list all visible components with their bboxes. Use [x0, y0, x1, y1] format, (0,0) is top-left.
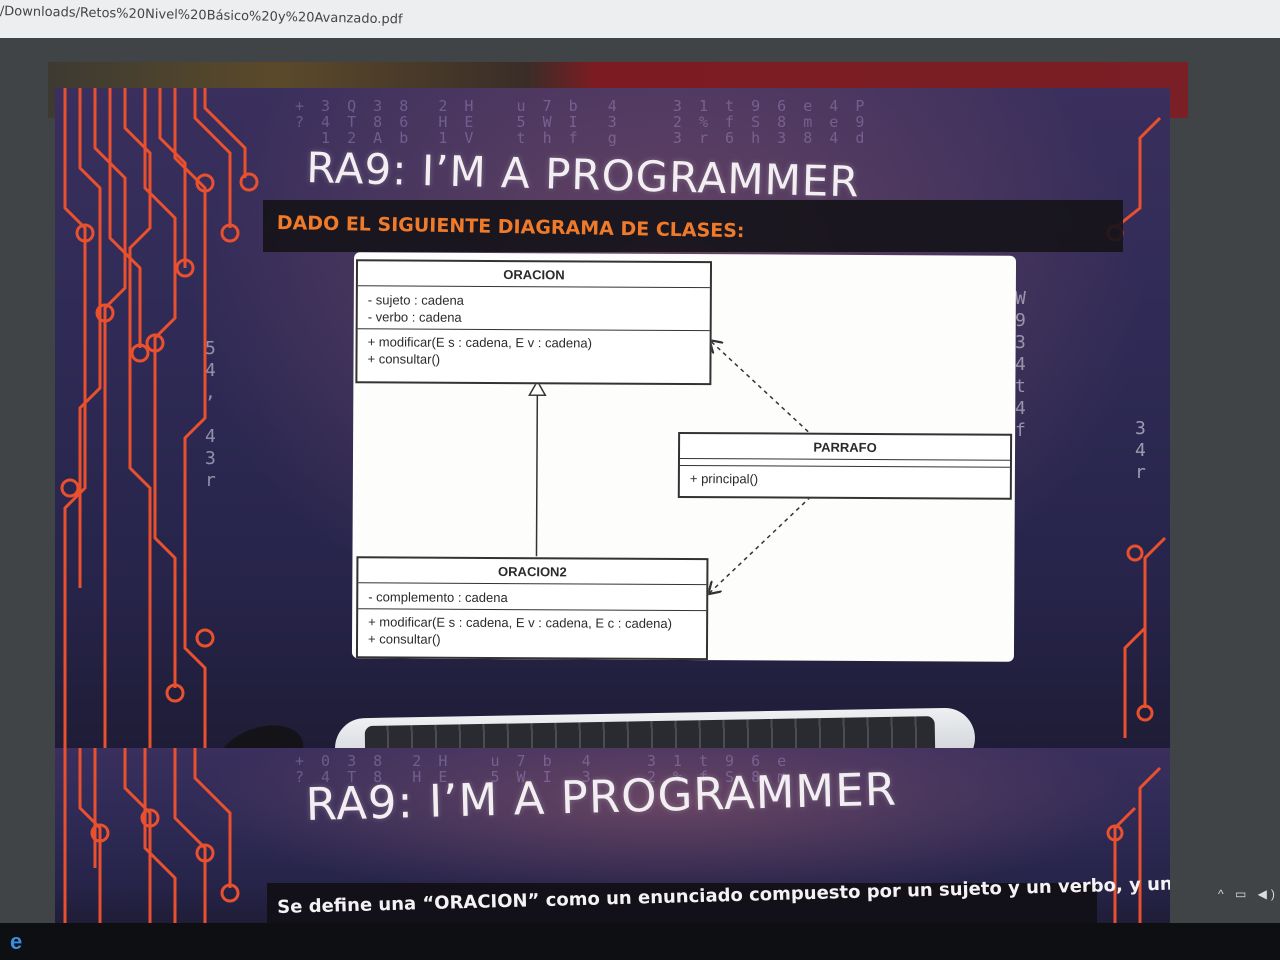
circuit-decoration [60, 88, 1167, 754]
operation-line: + principal() [689, 471, 759, 487]
class-parrafo: PARRAFO + principal() [677, 431, 1013, 500]
attribute-line: - sujeto : cadena [367, 292, 464, 308]
class-oracion2: ORACION2 - complemento : cadena + modifi… [355, 556, 709, 661]
operation-line: + modificar(E s : cadena, E v : cadena, … [368, 614, 673, 631]
class-oracion: ORACION - sujeto : cadena - verbo : cade… [355, 259, 713, 386]
matrix-code-background: + 3 Q 3 8 2 H u 7 b 4 3 1 t 9 6 e 4 P ? … [295, 97, 869, 147]
inheritance-line [535, 395, 539, 557]
class-attributes: - complemento : cadena [358, 583, 707, 612]
matrix-code-background: + 0 3 8 2 H u 7 b 4 3 1 t 9 6 e ? 4 T 8 … [295, 752, 791, 786]
class-name: ORACION [357, 261, 711, 289]
class-attributes: - sujeto : cadena - verbo : cadena [357, 286, 710, 332]
attribute-line: - verbo : cadena [367, 309, 462, 325]
attribute-line: - complemento : cadena [368, 589, 508, 606]
slide-definition: + 0 3 8 2 H u 7 b 4 3 1 t 9 6 e ? 4 T 8 … [55, 748, 1170, 928]
matrix-code-left: 5 4 , 4 3 r [205, 338, 220, 491]
system-tray-icons[interactable]: ^ ▭ ◀) [1218, 887, 1279, 901]
inheritance-arrowhead [528, 379, 547, 397]
dependency-arrow-oracion2 [708, 496, 812, 595]
class-operations: + modificar(E s : cadena, E v : cadena, … [358, 609, 706, 653]
class-name: PARRAFO [679, 433, 1011, 461]
subtitle-band: DADO EL SIGUIENTE DIAGRAMA DE CLASES: [263, 200, 1123, 252]
matrix-code-right-2: 3 4 r [1135, 418, 1150, 483]
taskbar: e ^ ▭ ◀) [0, 887, 1280, 960]
operation-line: + modificar(E s : cadena, E v : cadena) [367, 334, 592, 351]
operation-line: + consultar() [367, 351, 441, 367]
class-operations: + principal() [680, 466, 1010, 493]
body-band: Se define una “ORACION” como un enunciad… [267, 873, 1170, 928]
class-name: ORACION2 [358, 558, 707, 586]
browser-address-bar[interactable]: /Downloads/Retos%20Nivel%20Básico%20y%20… [0, 0, 1280, 39]
pdf-viewer[interactable]: + 3 Q 3 8 2 H u 7 b 4 3 1 t 9 6 e 4 P ? … [0, 38, 1280, 928]
class-operations: + modificar(E s : cadena, E v : cadena) … [357, 329, 709, 373]
edge-icon[interactable]: e [10, 929, 23, 954]
slide-diagram: + 3 Q 3 8 2 H u 7 b 4 3 1 t 9 6 e 4 P ? … [55, 88, 1170, 754]
slide-subtitle: DADO EL SIGUIENTE DIAGRAMA DE CLASES: [276, 212, 745, 243]
matrix-code-right: W 9 3 4 t 4 f [1015, 288, 1030, 441]
dependency-arrow-oracion [709, 340, 809, 433]
operation-line: + consultar() [368, 631, 441, 647]
circuit-decoration [63, 748, 1162, 928]
class-diagram: ORACION - sujeto : cadena - verbo : cade… [351, 252, 1017, 662]
url-text[interactable]: /Downloads/Retos%20Nivel%20Básico%20y%20… [0, 4, 403, 28]
diagram-connectors [528, 252, 812, 661]
